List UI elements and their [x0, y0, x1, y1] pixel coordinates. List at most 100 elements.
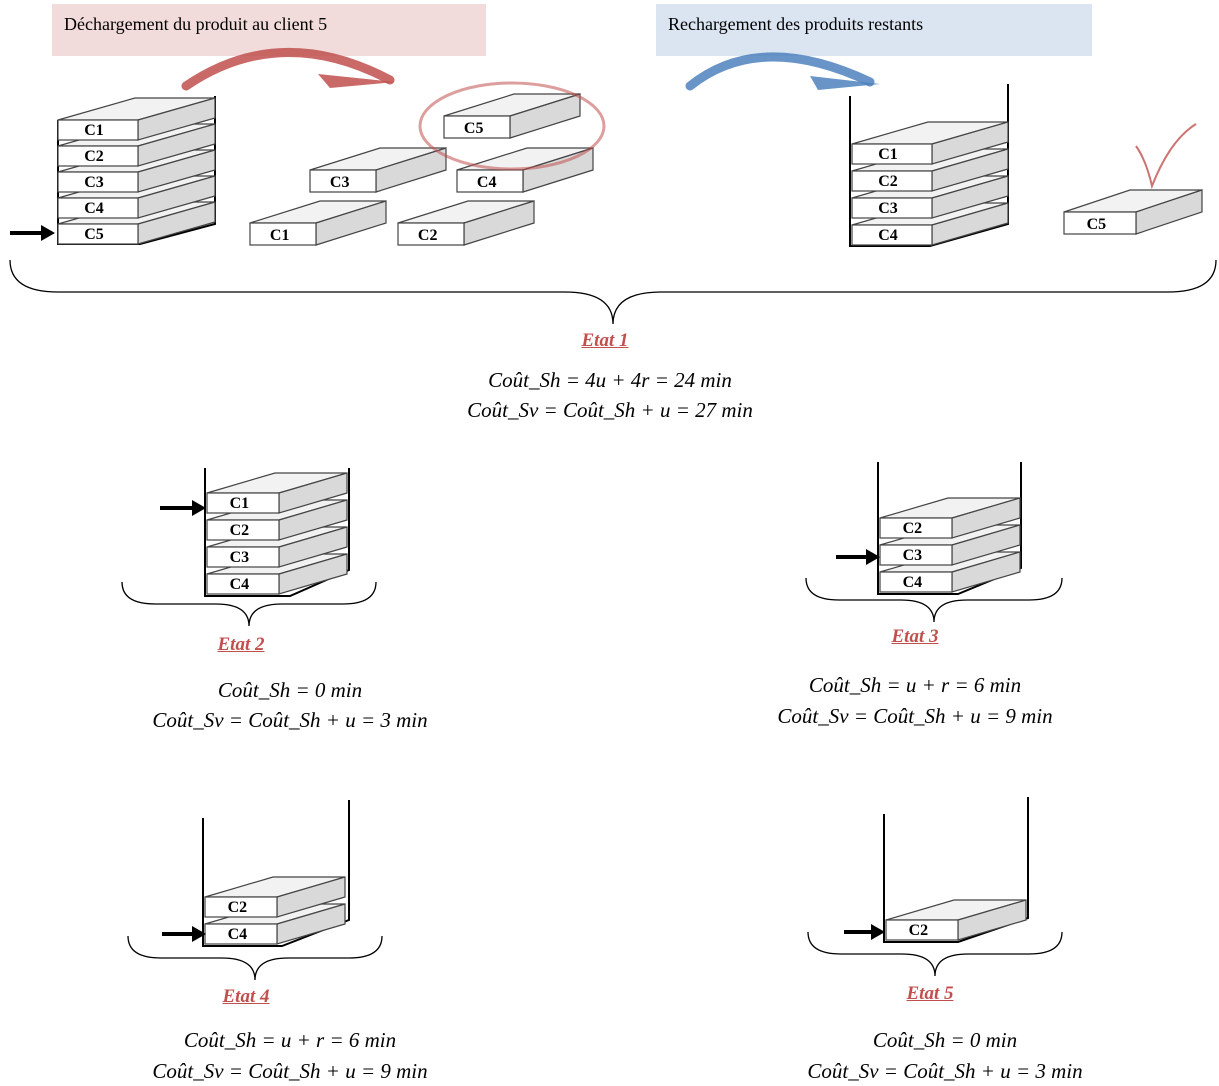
state-5-brace: [807, 931, 1063, 977]
state-4-cost-sv: Coût_Sv = Coût_Sh + u = 9 min: [152, 1059, 428, 1083]
state-3-pointer-arrow-head: [866, 549, 880, 565]
state-5-cost-sh: Coût_Sh = 0 min: [872, 1028, 1018, 1052]
top-right-box-c3-front: [851, 197, 933, 219]
state-3-box-c3-front: [879, 544, 953, 566]
state-3-box-c4-label: C4: [903, 574, 923, 591]
top-left-box-c2-label: C2: [84, 148, 104, 165]
state-2-cost-sh: Coût_Sh = 0 min: [217, 678, 363, 702]
state-4-title: Etat 4: [222, 986, 270, 1007]
state-1-cost-sv: Coût_Sv = Coût_Sh + u = 27 min: [467, 398, 753, 422]
state-3-truck-outline: [877, 462, 1022, 595]
state-5-truck-outline: [883, 797, 1029, 943]
reload-curve-arrow: [685, 52, 875, 91]
state-4-box-c2-label: C2: [228, 899, 248, 916]
state-2-pointer-arrow-head: [192, 500, 206, 516]
delivered-box-c5-front: [1063, 211, 1137, 235]
top-right-box-c3-label: C3: [878, 200, 898, 217]
top-left-box-c5-label: C5: [84, 226, 104, 243]
state-4-truck-outline: [202, 800, 350, 947]
state-4-brace: [127, 935, 383, 981]
state-2-box-c3-front: [206, 546, 280, 568]
state-2-title: Etat 2: [217, 634, 265, 655]
state-5-pointer-arrow-head: [871, 924, 885, 940]
scatter-box-c1-label: C1: [270, 227, 290, 244]
scatter-box-c4-front: [456, 169, 524, 193]
scatter-box-c5: C5: [443, 93, 581, 139]
state-5-box-c2-front: [885, 919, 959, 941]
state-1-brace: [9, 259, 1217, 325]
unload-banner: Déchargement du produit au client 5: [52, 4, 486, 56]
state-2-box-c4-front: [206, 573, 280, 595]
state-1-cost-sh: Coût_Sh = 4u + 4r = 24 min: [488, 368, 732, 392]
top-left-pointer-arrow-head: [41, 225, 55, 241]
top-right-box-c1: C1: [851, 121, 1009, 165]
highlight-circle-c5: [418, 81, 606, 171]
state-3-box-c2-label: C2: [903, 520, 923, 537]
delivered-box-c5: C5: [1063, 189, 1203, 235]
state-5-box-c2: C2: [885, 899, 1027, 941]
state-2-box-c1-front: [206, 492, 280, 514]
top-right-box-c1-label: C1: [878, 146, 898, 163]
top-right-box-c4-label: C4: [878, 227, 898, 244]
check-mark-icon: [1135, 123, 1197, 190]
state-1-title: Etat 1: [581, 330, 629, 351]
state-3-box-c2-front: [879, 517, 953, 539]
state-4-box-c4-label: C4: [228, 926, 248, 943]
unload-banner-text: Déchargement du produit au client 5: [64, 14, 328, 34]
top-left-box-c3-label: C3: [84, 174, 104, 191]
scatter-box-c5-front: [443, 115, 511, 139]
state-2-box-c1-label: C1: [230, 495, 250, 512]
state-2-box-c2-front: [206, 519, 280, 541]
state-3-box-c3-label: C3: [903, 547, 923, 564]
scatter-box-c5-label: C5: [464, 120, 484, 137]
reload-banner: Rechargement des produits restants: [656, 4, 1092, 56]
state-4-box-c2-front: [204, 896, 278, 918]
top-left-box-c1-label: C1: [84, 122, 104, 139]
top-left-box-c2-front: [57, 145, 139, 167]
state-3-cost-sv: Coût_Sv = Coût_Sh + u = 9 min: [777, 704, 1053, 728]
state-2-box-c4-label: C4: [230, 576, 250, 593]
scatter-box-c1: C1: [249, 200, 387, 246]
state-2-cost-sv: Coût_Sv = Coût_Sh + u = 3 min: [152, 708, 428, 732]
state-2-box-c2-label: C2: [230, 522, 250, 539]
state-2-truck-outline: [204, 468, 350, 597]
top-right-box-c1-front: [851, 143, 933, 165]
state-2-brace: [121, 581, 377, 627]
top-left-box-c4-label: C4: [84, 200, 104, 217]
top-left-box-c3-front: [57, 171, 139, 193]
state-4-pointer-arrow-head: [192, 926, 206, 942]
state-5-title: Etat 5: [906, 983, 954, 1004]
state-3-brace: [805, 577, 1063, 623]
reload-banner-text: Rechargement des produits restants: [668, 14, 924, 34]
state-3-title: Etat 3: [891, 626, 939, 647]
scatter-box-c3-label: C3: [330, 174, 350, 191]
top-left-box-c4-front: [57, 197, 139, 219]
delivered-box-c5-label: C5: [1087, 216, 1107, 233]
top-right-box-c2-front: [851, 170, 933, 192]
state-2-box-c3-label: C3: [230, 549, 250, 566]
state-5-cost-sv: Coût_Sv = Coût_Sh + u = 3 min: [807, 1059, 1083, 1083]
scatter-box-c1-front: [249, 222, 317, 246]
unload-curve-arrow: [181, 48, 395, 91]
reload-arrowhead: [810, 76, 880, 90]
state-5-box-c2-label: C2: [909, 922, 929, 939]
state-3-box-c4-front: [879, 571, 953, 593]
state-4-box-c2: C2: [204, 876, 346, 918]
scatter-box-c2-front: [397, 222, 465, 246]
scatter-box-c4: C4: [456, 147, 594, 193]
state-2-box-c2: C2: [206, 499, 348, 541]
scatter-box-c4-label: C4: [477, 174, 497, 191]
state-2-box-c1: C1: [206, 472, 348, 514]
scatter-box-c2-label: C2: [418, 227, 438, 244]
scatter-box-c2: C2: [397, 200, 535, 246]
state-3-box-c2: C2: [879, 497, 1021, 539]
state-3-cost-sh: Coût_Sh = u + r = 6 min: [808, 673, 1022, 697]
state-4-cost-sh: Coût_Sh = u + r = 6 min: [183, 1028, 397, 1052]
top-left-box-c1: C1: [57, 97, 216, 141]
scatter-box-c3: C3: [309, 147, 447, 193]
top-left-box-c5-front: [57, 223, 139, 245]
top-right-box-c2-label: C2: [878, 173, 898, 190]
top-left-box-c1-front: [57, 119, 139, 141]
scatter-box-c3-front: [309, 169, 377, 193]
